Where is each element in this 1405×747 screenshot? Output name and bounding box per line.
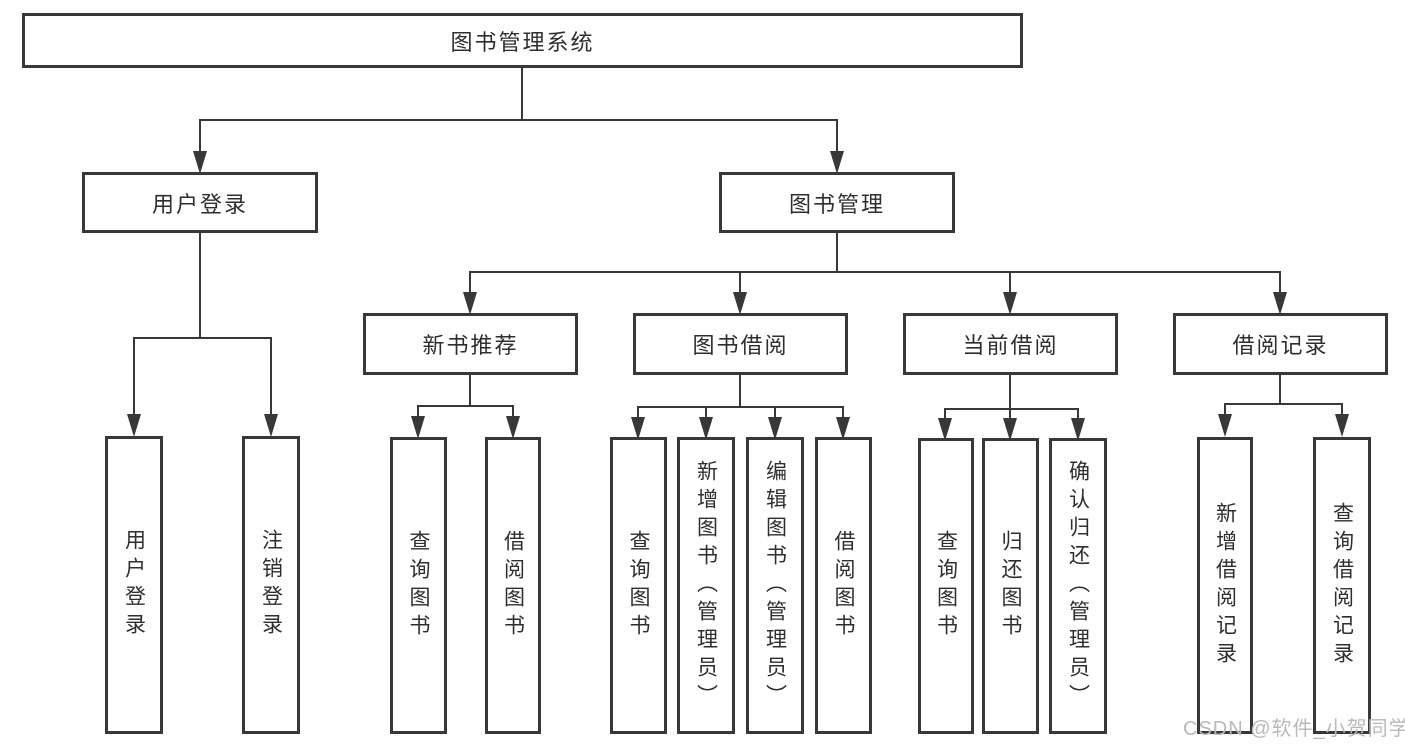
arrow-down-icon (733, 292, 747, 315)
connector-line (199, 119, 837, 121)
connector-line (1224, 403, 1226, 417)
arrow-down-icon (193, 151, 207, 174)
connector-line (836, 119, 838, 159)
arrow-down-icon (264, 414, 278, 437)
leaf-add-books-admin: 新增图书（管理员） (677, 437, 735, 734)
node-book-borrowing: 图书借阅 (633, 313, 848, 375)
node-label: 确认归还（管理员） (1066, 460, 1090, 712)
connector-line (199, 119, 201, 159)
connector-line (469, 375, 471, 407)
connector-line (133, 337, 272, 339)
node-label: 图书借阅 (692, 333, 789, 358)
node-label: 查询图书 (934, 530, 958, 642)
connector-line (1225, 403, 1343, 405)
connector-line (945, 408, 1079, 410)
node-label: 图书管理 (788, 191, 885, 217)
node-user-login: 用户登录 (82, 172, 318, 233)
leaf-borrow-books-recommendation: 借阅图书 (485, 437, 541, 734)
connector-line (836, 233, 838, 273)
arrow-down-icon (1273, 292, 1287, 315)
leaf-query-books-current: 查询图书 (918, 438, 974, 734)
node-label: 图书管理系统 (450, 29, 595, 55)
arrow-down-icon (830, 151, 844, 174)
arrow-down-icon (411, 416, 425, 439)
leaf-user-login: 用户登录 (105, 436, 163, 734)
node-label: 查询借阅记录 (1330, 501, 1354, 670)
arrow-down-icon (1218, 414, 1232, 437)
connector-line (842, 406, 844, 421)
node-label: 编辑图书（管理员） (763, 459, 787, 712)
connector-line (417, 405, 419, 421)
leaf-add-borrow-record: 新增借阅记录 (1197, 437, 1253, 734)
node-label: 新增借阅记录 (1213, 501, 1237, 670)
connector-line (739, 271, 741, 296)
connector-line (1341, 403, 1343, 417)
node-library-management-system: 图书管理系统 (22, 13, 1023, 68)
arrow-down-icon (1003, 418, 1017, 441)
node-label: 当前借阅 (962, 333, 1059, 358)
leaf-edit-books-admin: 编辑图书（管理员） (746, 437, 804, 734)
node-label: 借阅记录 (1232, 333, 1329, 358)
node-book-management: 图书管理 (719, 172, 955, 233)
leaf-confirm-return-admin: 确认归还（管理员） (1049, 438, 1107, 734)
node-label: 注销登录 (259, 529, 283, 641)
node-label: 用户登录 (122, 529, 146, 641)
arrow-down-icon (938, 418, 952, 441)
node-label: 查询图书 (627, 529, 651, 642)
connector-line (521, 66, 523, 119)
connector-line (1009, 271, 1011, 296)
connector-line (637, 406, 639, 421)
arrow-down-icon (631, 417, 645, 440)
connector-line (199, 233, 201, 339)
leaf-logout-login: 注销登录 (242, 436, 300, 734)
node-borrowing-records: 借阅记录 (1173, 313, 1388, 375)
node-label: 借阅图书 (501, 529, 525, 642)
connector-line (774, 406, 776, 421)
leaf-query-books-recommendation: 查询图书 (390, 437, 447, 734)
arrow-down-icon (506, 416, 520, 439)
arrow-down-icon (1003, 292, 1017, 315)
node-label: 查询图书 (407, 529, 431, 642)
node-new-book-recommendation: 新书推荐 (363, 313, 578, 375)
node-label: 归还图书 (999, 530, 1023, 642)
arrow-down-icon (1071, 418, 1085, 441)
arrow-down-icon (1335, 414, 1349, 437)
arrow-down-icon (836, 417, 850, 440)
connector-line (739, 375, 741, 408)
leaf-borrow-books: 借阅图书 (815, 437, 872, 734)
connector-line (270, 337, 272, 417)
arrow-down-icon (463, 292, 477, 315)
connector-line (133, 337, 135, 417)
leaf-return-books: 归还图书 (982, 438, 1039, 734)
connector-line (1279, 271, 1281, 296)
arrow-down-icon (768, 417, 782, 440)
connector-line (470, 271, 1281, 273)
node-label: 用户登录 (151, 191, 248, 217)
arrow-down-icon (127, 414, 141, 437)
connector-line (944, 408, 946, 422)
leaf-query-borrow-record: 查询借阅记录 (1313, 437, 1371, 734)
node-label: 新书推荐 (422, 333, 519, 358)
node-current-borrowing: 当前借阅 (903, 313, 1118, 375)
connector-line (512, 405, 514, 421)
connector-line (1009, 408, 1011, 422)
connector-line (705, 406, 707, 421)
connector-line (1009, 375, 1011, 410)
csdn-watermark: CSDN @软件_小贺同学 (1183, 718, 1405, 740)
connector-line (1279, 375, 1281, 405)
leaf-query-books-borrowing: 查询图书 (610, 437, 667, 734)
connector-line (638, 406, 844, 408)
node-label: 新增图书（管理员） (694, 459, 718, 712)
connector-line (1077, 408, 1079, 422)
connector-line (469, 271, 471, 296)
node-label: 借阅图书 (832, 529, 856, 642)
connector-line (418, 405, 514, 407)
arrow-down-icon (699, 417, 713, 440)
